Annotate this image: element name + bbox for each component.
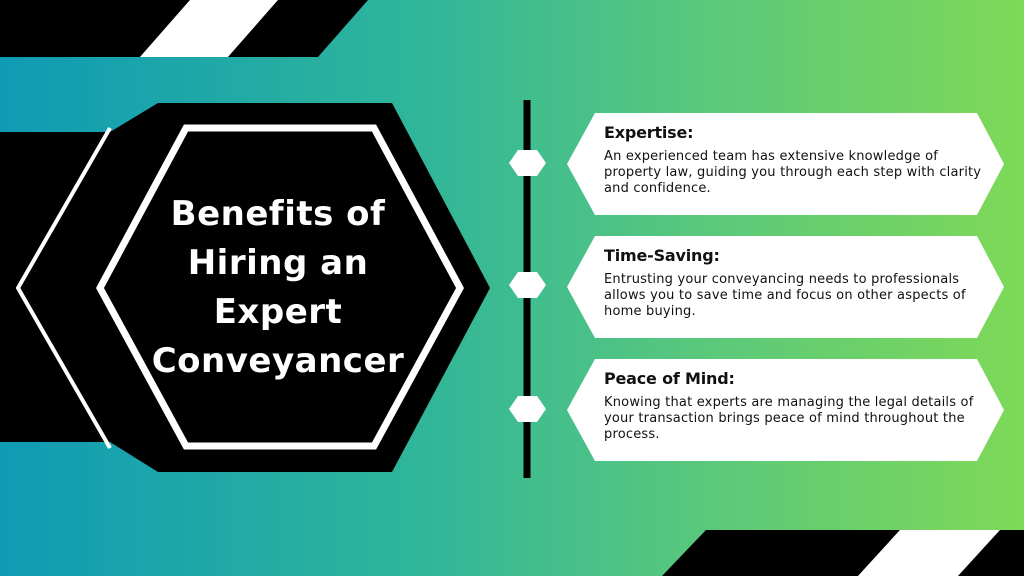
title-line-3: Expert (213, 292, 343, 332)
card-background (567, 236, 1004, 338)
top-black-stripe-right (228, 0, 368, 57)
title-line-4: Conveyancer (151, 341, 405, 381)
benefit-description: Knowing that experts are managing the le… (604, 395, 974, 442)
timeline-node-3 (509, 396, 546, 422)
benefit-heading: Expertise: (604, 123, 694, 142)
bottom-black-stripe-right (958, 530, 1024, 576)
timeline-node-2 (509, 272, 546, 298)
page-title: Benefits of Hiring an Expert Conveyancer (128, 190, 428, 386)
benefit-heading: Time-Saving: (604, 246, 720, 265)
benefit-description: An experienced team has extensive knowle… (604, 149, 982, 196)
card-background (567, 113, 1004, 215)
bottom-black-stripe (662, 530, 900, 576)
title-line-2: Hiring an (187, 243, 369, 283)
benefit-card-peace-of-mind: Peace of Mind: Knowing that experts are … (567, 359, 1004, 461)
benefit-card-time-saving: Time-Saving: Entrusting your conveyancin… (567, 236, 1004, 338)
title-line-1: Benefits of (170, 194, 386, 234)
top-white-stripe (140, 0, 278, 57)
card-background (567, 359, 1004, 461)
timeline-node-1 (509, 150, 546, 176)
benefit-description: Entrusting your conveyancing needs to pr… (604, 272, 966, 319)
benefit-card-expertise: Expertise: An experienced team has exten… (567, 113, 1004, 215)
title-hexagon-outline (96, 124, 464, 450)
benefit-heading: Peace of Mind: (604, 369, 735, 388)
top-black-stripe (0, 0, 190, 57)
left-white-chevron (15, 127, 112, 449)
bottom-white-stripe (858, 530, 1000, 576)
